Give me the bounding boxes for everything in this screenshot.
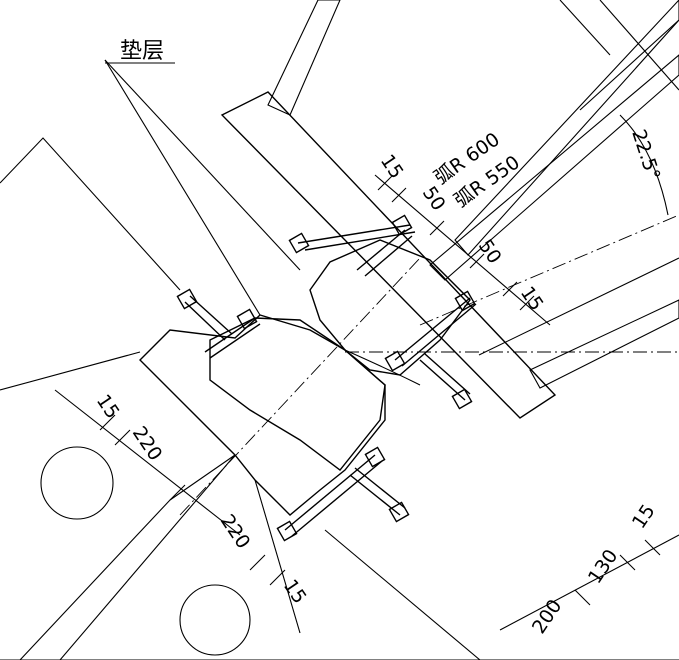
gasket-label: 垫层 (120, 39, 164, 64)
left-chord-outline (0, 59, 679, 660)
dimension-15-c: 15 (92, 390, 124, 422)
dimension-lines (54, 114, 679, 631)
dimension-200: 200 (528, 595, 567, 637)
dimension-15-d: 15 (279, 575, 311, 607)
angle-22-5: 22.5° (627, 127, 664, 183)
bolt-hole-upper (40, 446, 114, 520)
lower-left-brace (19, 257, 421, 660)
right-lower-member (345, 257, 679, 389)
bolt-hole-lower (179, 584, 251, 656)
dimension-15-a: 15 (376, 150, 408, 182)
dimension-220-a: 220 (128, 422, 167, 464)
dimension-130: 130 (584, 545, 623, 587)
central-joint (139, 91, 557, 542)
dimension-15-e: 15 (628, 500, 660, 532)
upper-brace-member (267, 0, 679, 326)
dimension-220-b: 220 (216, 510, 255, 552)
dimension-50-b: 50 (474, 235, 506, 267)
